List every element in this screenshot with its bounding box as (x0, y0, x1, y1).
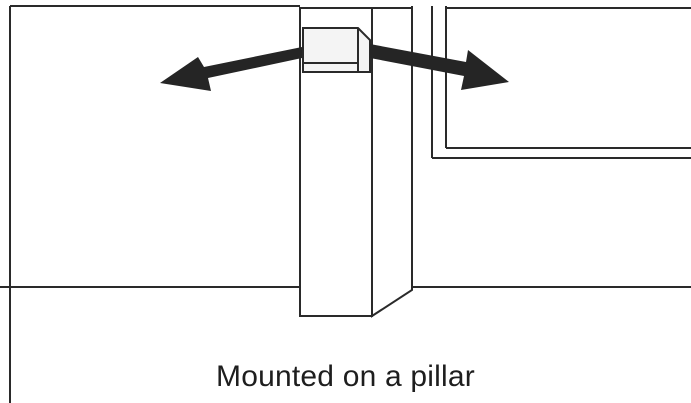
window-frame (411, 6, 691, 290)
arrow-left (160, 47, 302, 91)
diagram-caption: Mounted on a pillar (216, 360, 475, 393)
arrow-right (370, 44, 509, 90)
box-sensor (302, 27, 371, 73)
outer-frame (9, 5, 300, 403)
